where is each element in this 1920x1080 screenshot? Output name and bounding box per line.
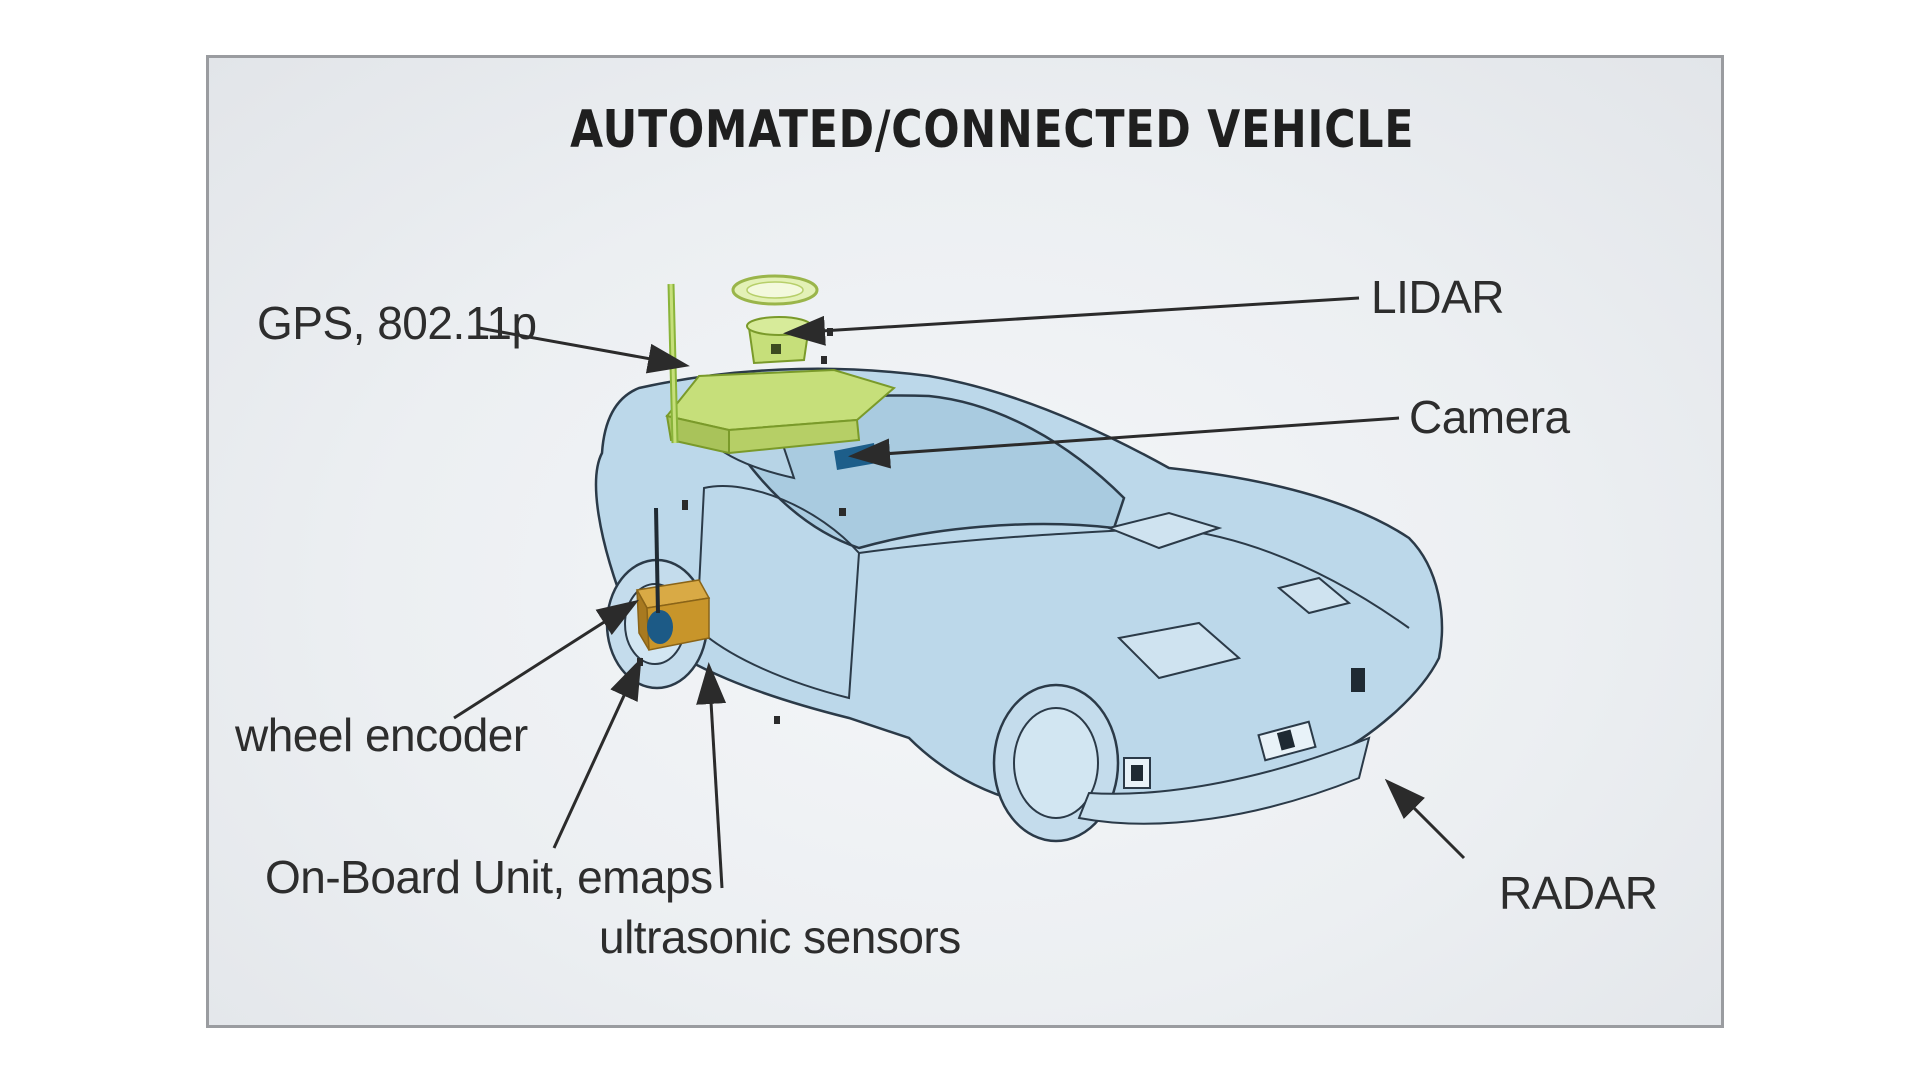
leader-lines	[453, 296, 1466, 889]
diagram-panel: AUTOMATED/CONNECTED VEHICLE	[206, 55, 1724, 1028]
vehicle-illustration	[453, 274, 1466, 889]
lidar-unit	[665, 274, 897, 455]
label-wheel-encoder: wheel encoder	[235, 709, 528, 761]
wheel-encoder-sensor	[647, 610, 673, 644]
wheel-encoder-arrow	[453, 599, 640, 720]
sensor-dot	[774, 716, 780, 724]
label-gps: GPS, 802.11p	[257, 297, 537, 349]
label-camera: Camera	[1409, 391, 1570, 443]
sensor-dot	[839, 508, 846, 516]
camera-arrow	[848, 416, 1400, 469]
diagram-title: AUTOMATED/CONNECTED VEHICLE	[570, 100, 1415, 160]
wheel-encoder-rod	[654, 507, 660, 614]
sensor-dot	[682, 500, 688, 510]
label-ultrasonic: ultrasonic sensors	[599, 911, 961, 963]
label-radar: RADAR	[1499, 867, 1658, 919]
gps-arrow	[478, 326, 690, 374]
onboard-unit-box	[635, 579, 711, 651]
lidar-arrow	[783, 296, 1360, 346]
label-onboard-unit: On-Board Unit, emaps	[265, 851, 713, 903]
radar-arrow	[1384, 778, 1466, 860]
label-lidar: LIDAR	[1371, 271, 1504, 323]
ultrasonic-arrow	[696, 662, 727, 889]
onboard-unit-arrow	[552, 657, 642, 849]
